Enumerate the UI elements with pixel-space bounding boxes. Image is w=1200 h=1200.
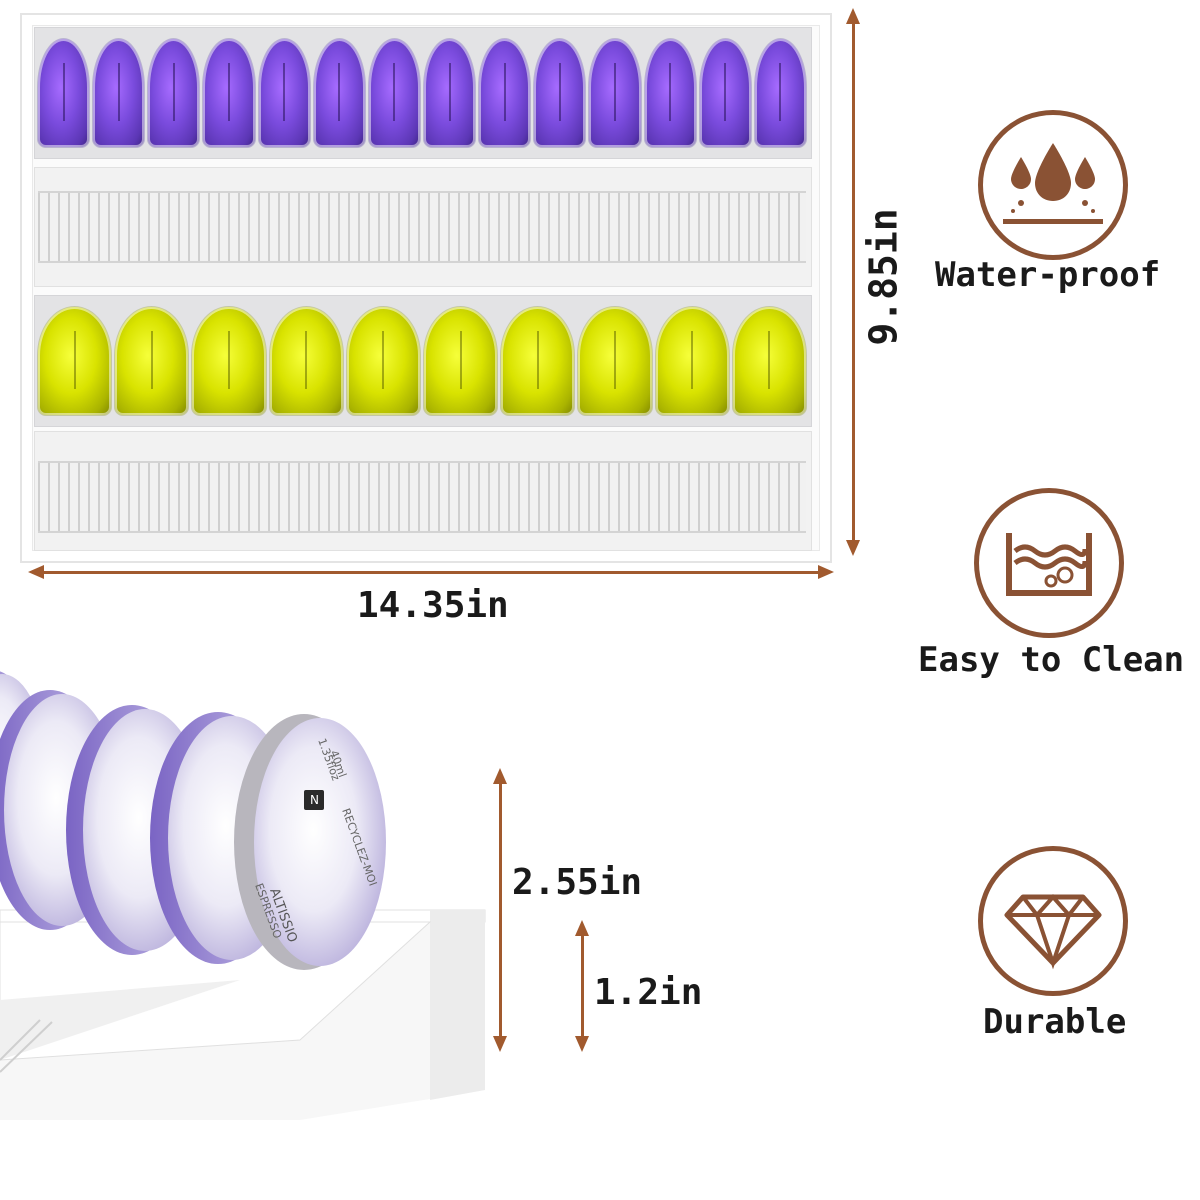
yellow-pod <box>732 307 806 415</box>
yellow-pod <box>424 307 498 415</box>
pod-seam <box>62 62 65 122</box>
durable-badge <box>978 846 1128 996</box>
feature-label-water-proof: Water-proof <box>935 255 1161 295</box>
pod-seam <box>768 330 771 390</box>
yellow-pod <box>655 307 729 415</box>
purple-pod <box>589 39 641 147</box>
purple-pod <box>424 39 476 147</box>
tray-perspective-view: N ALTISSIO ESPRESSO RECYCLEZ-MOI 40ml 1.… <box>0 660 490 1200</box>
pod-seam <box>150 330 153 390</box>
wash-basin-icon <box>1006 533 1092 596</box>
pod-seam <box>393 62 396 122</box>
purple-pod <box>368 39 420 147</box>
arrow-up-icon <box>575 920 589 936</box>
pod-seam <box>227 62 230 122</box>
purple-pod <box>699 39 751 147</box>
pod-seam <box>305 330 308 390</box>
yellow-pod <box>269 307 343 415</box>
total-height-label: 2.55in <box>512 862 643 903</box>
pod-seam <box>613 330 616 390</box>
width-label: 14.35in <box>357 585 509 626</box>
pod-seam <box>172 62 175 122</box>
purple-pod <box>203 39 255 147</box>
arrow-down-icon <box>846 540 860 556</box>
slot-ribs-1 <box>38 191 806 263</box>
feature-label-durable: Durable <box>983 1002 1127 1042</box>
pod-seam <box>558 62 561 122</box>
pod-seam <box>382 330 385 390</box>
arrow-right-icon <box>818 565 834 579</box>
yellow-pod <box>578 307 652 415</box>
pod-seam <box>459 330 462 390</box>
tray-top-view <box>20 13 832 563</box>
feature-label-easy-to-clean: Easy to Clean <box>918 640 1185 680</box>
yellow-pod <box>115 307 189 415</box>
purple-pod <box>534 39 586 147</box>
purple-pod <box>93 39 145 147</box>
height-dimension-line <box>852 20 855 548</box>
svg-text:N: N <box>310 793 319 807</box>
yellow-pod <box>346 307 420 415</box>
arrow-up-icon <box>493 768 507 784</box>
perspective-illustration: N ALTISSIO ESPRESSO RECYCLEZ-MOI 40ml 1.… <box>0 671 486 1120</box>
base-height-dimension-line <box>581 934 584 1038</box>
pod-seam <box>283 62 286 122</box>
width-dimension-line <box>40 571 820 574</box>
base-height-label: 1.2in <box>594 972 703 1013</box>
arrow-down-icon <box>493 1036 507 1052</box>
arrow-up-icon <box>846 8 860 24</box>
purple-pod <box>313 39 365 147</box>
pod-seam <box>73 330 76 390</box>
yellow-pod <box>192 307 266 415</box>
pod-seam <box>227 330 230 390</box>
yellow-pod <box>501 307 575 415</box>
easy-clean-badge <box>974 488 1124 638</box>
purple-pod <box>479 39 531 147</box>
water-drops-icon <box>1003 143 1103 224</box>
purple-pod <box>754 39 806 147</box>
pod-seam <box>691 330 694 390</box>
pod-seam <box>669 62 672 122</box>
pod-seam <box>503 62 506 122</box>
slot-ribs-2 <box>38 461 806 533</box>
water-proof-badge <box>978 110 1128 260</box>
pod-seam <box>448 62 451 122</box>
total-height-dimension-line <box>499 782 502 1038</box>
diamond-icon <box>1004 893 1102 970</box>
pod-seam <box>117 62 120 122</box>
purple-pod <box>258 39 310 147</box>
pod-seam <box>536 330 539 390</box>
pod-seam <box>724 62 727 122</box>
purple-pod <box>38 39 90 147</box>
pod-disc-5: N <box>234 714 386 970</box>
height-label: 9.85in <box>861 208 906 346</box>
arrow-left-icon <box>28 565 44 579</box>
purple-pod <box>644 39 696 147</box>
pod-seam <box>613 62 616 122</box>
yellow-pod <box>38 307 112 415</box>
arrow-down-icon <box>575 1036 589 1052</box>
pod-seam <box>338 62 341 122</box>
purple-pod <box>148 39 200 147</box>
pod-seam <box>779 62 782 122</box>
